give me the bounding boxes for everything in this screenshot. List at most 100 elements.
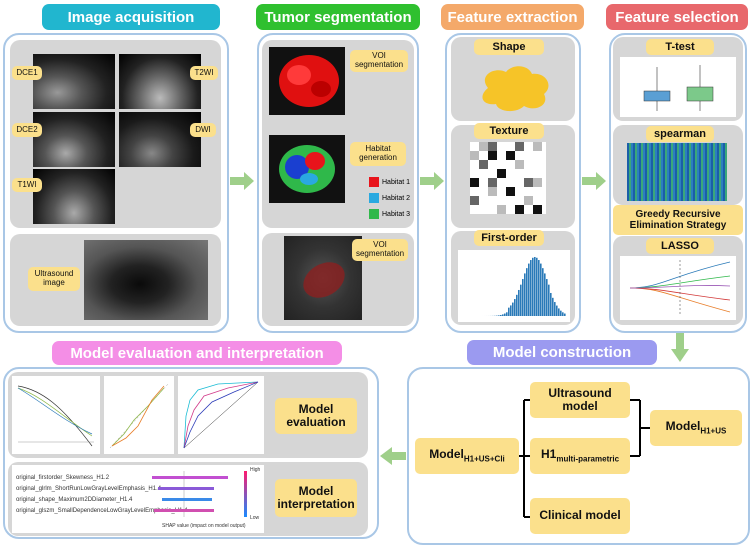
- histogram-bar: [552, 297, 554, 316]
- histogram-bar: [518, 289, 520, 316]
- texture-cell: [515, 187, 524, 196]
- shap-summary-plot: original_firstorder_Skewness_H1.2 origin…: [12, 465, 264, 533]
- texture-cell: [533, 151, 542, 160]
- histogram-bar: [528, 263, 530, 316]
- arrow-shape-4: [671, 333, 689, 362]
- label-t2wi: T2WI: [190, 66, 218, 80]
- calibration-line-1: [111, 387, 165, 447]
- arrow-construction-to-evaluation: [380, 447, 406, 465]
- ultrasound-voi-image: [284, 236, 362, 320]
- texture-cell: [488, 169, 497, 178]
- histogram-bar: [512, 302, 514, 316]
- roc-curve-1: [183, 381, 259, 449]
- box-h1us-text: ModelH1+US: [666, 419, 727, 436]
- ttest-box-1: [643, 90, 671, 102]
- texture-cell: [488, 205, 497, 214]
- histogram-bar: [536, 257, 538, 316]
- texture-cell: [497, 205, 506, 214]
- shap-feature-label-4: original_glszm_SmallDependenceLowGrayLev…: [16, 508, 188, 514]
- texture-cell: [497, 142, 506, 151]
- texture-cell: [470, 160, 479, 169]
- texture-cell: [479, 178, 488, 187]
- histogram-bar: [510, 305, 512, 316]
- texture-cell: [515, 205, 524, 214]
- header-feature-extraction: Feature extraction: [441, 4, 584, 30]
- texture-cell: [470, 178, 479, 187]
- lasso-path-5: [629, 285, 731, 289]
- texture-cell: [488, 151, 497, 160]
- histogram-bar: [516, 294, 518, 316]
- texture-cell: [506, 169, 515, 178]
- habitat-legend-item-2: Habitat 2: [369, 190, 410, 206]
- label-t1wi: T1WI: [12, 178, 42, 192]
- mri-dwi-image: [119, 112, 201, 167]
- histogram-bar: [522, 279, 524, 316]
- histogram-bar: [538, 260, 540, 316]
- arrow-selection-to-construction: [671, 333, 689, 362]
- texture-cell: [515, 142, 524, 151]
- label-voi-segmentation-1: VOI segmentation: [350, 50, 408, 72]
- histogram-bar: [526, 268, 528, 316]
- label-first-order: First-order: [474, 230, 544, 246]
- habitat-swatch-1: [369, 177, 379, 187]
- histogram-bar: [500, 314, 502, 316]
- histogram-bar: [502, 314, 504, 316]
- label-habitat-generation: Habitat generation: [350, 142, 406, 166]
- spearman-heatmap: [627, 143, 727, 201]
- habitat-swatch-3: [369, 209, 379, 219]
- texture-cell: [533, 178, 542, 187]
- histogram-bar: [562, 312, 564, 316]
- box-model-combined-text: ModelH1+US+Cli: [429, 447, 505, 464]
- roc-curve-3: [183, 381, 259, 449]
- arrow-shape-5: [380, 447, 406, 465]
- arrow-shape-3: [582, 172, 606, 190]
- label-dce1: DCE1: [12, 66, 42, 80]
- histogram-chart: [458, 250, 570, 322]
- texture-cell: [497, 196, 506, 205]
- shap-feature-label-3: original_shape_Maximum2DDiameter_H1.4: [16, 497, 133, 503]
- shap-feature-label-1: original_firstorder_Skewness_H1.2: [16, 475, 110, 481]
- shap-low-label: Low: [250, 515, 260, 521]
- ultrasound-voi-mask: [303, 262, 345, 298]
- texture-cell: [470, 205, 479, 214]
- texture-cell: [479, 169, 488, 178]
- box-h1-text: H1multi-parametric: [541, 447, 619, 464]
- header-model-evaluation: Model evaluation and interpretation: [52, 341, 342, 365]
- header-image-acquisition: Image acquisition: [42, 4, 220, 30]
- label-ttest: T-test: [646, 39, 714, 55]
- label-model-interpretation: Model interpretation: [275, 479, 357, 517]
- arrow-shape-1: [230, 172, 254, 190]
- roc-diagonal: [183, 381, 259, 449]
- h1us-sub: H1+US: [700, 426, 727, 436]
- histogram-bar: [534, 257, 536, 316]
- texture-cell: [533, 187, 542, 196]
- texture-cell: [515, 160, 524, 169]
- texture-cell: [479, 187, 488, 196]
- shap-swarm-row-4: [154, 509, 214, 512]
- shape-blob-icon: [482, 66, 549, 112]
- lasso-path-chart: [620, 256, 736, 320]
- decision-curve-bg: [12, 376, 100, 454]
- habitat-3d-blob: [279, 145, 335, 193]
- texture-cell: [533, 196, 542, 205]
- texture-cell: [479, 205, 488, 214]
- arrow-extraction-to-selection: [582, 172, 606, 190]
- label-shape: Shape: [474, 39, 544, 55]
- texture-cell: [524, 187, 533, 196]
- calibration-line-2: [111, 385, 165, 447]
- header-model-evaluation-text: Model evaluation and interpretation: [70, 344, 324, 362]
- histogram-bar: [540, 263, 542, 316]
- texture-cell: [506, 187, 515, 196]
- arrow-segmentation-to-extraction: [420, 172, 444, 190]
- texture-cell: [506, 142, 515, 151]
- roc-curve-2: [183, 381, 259, 449]
- texture-cell: [533, 169, 542, 178]
- header-model-construction-text: Model construction: [492, 344, 632, 361]
- roc-plot: [178, 376, 264, 454]
- shap-swarm-row-2: [158, 487, 214, 490]
- texture-cell: [524, 196, 533, 205]
- texture-cell: [470, 196, 479, 205]
- texture-cell: [497, 151, 506, 160]
- histogram-bar: [520, 284, 522, 316]
- box-model-h1-us: ModelH1+US: [650, 410, 742, 446]
